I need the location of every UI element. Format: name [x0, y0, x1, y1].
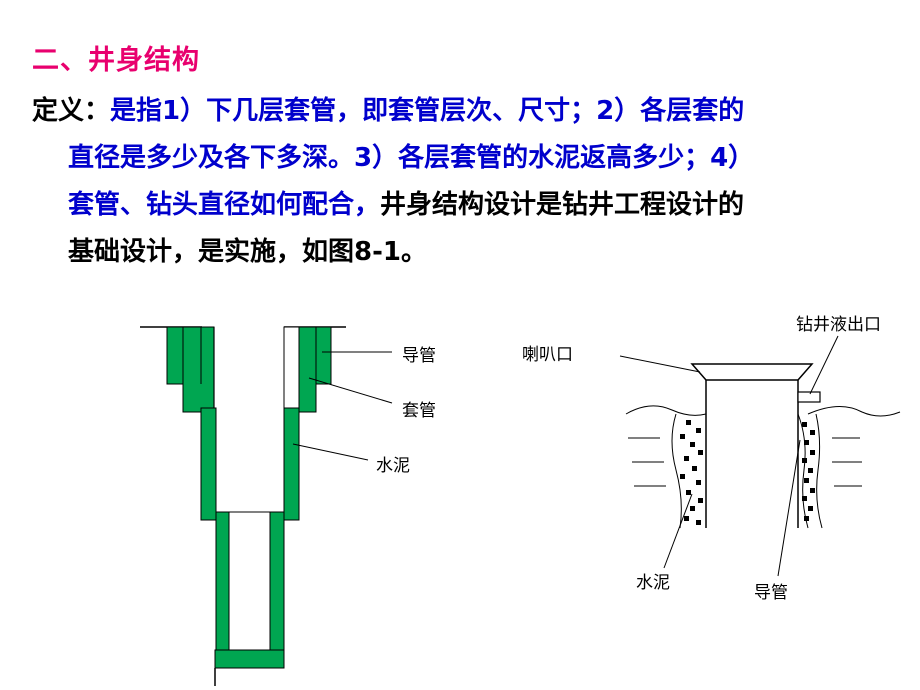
label-conductor: 导管 — [402, 346, 436, 366]
cement-intermediate-right — [283, 407, 300, 521]
production-casing-bore — [228, 511, 271, 651]
cement-conductor-right — [315, 326, 332, 385]
leader-conductor-right — [777, 439, 801, 577]
cement-intermediate-left — [200, 407, 217, 521]
cement-production-left — [215, 511, 230, 669]
cement-production-right — [269, 511, 285, 669]
cement-dots-right — [802, 422, 815, 521]
cement-dots-left — [680, 420, 703, 525]
ground-wave-right — [807, 406, 901, 417]
borehole-wall-right — [797, 413, 809, 529]
definition-text-3a: 套管、钻头直径如何配合， — [68, 190, 381, 220]
section-heading: 二、井身结构 — [32, 45, 200, 76]
mud-outlet — [797, 391, 821, 403]
label-conductor-right: 导管 — [754, 583, 788, 603]
definition-text-1: 是指1）下几层套管，即套管层次、尺寸；2）各层套的 — [110, 96, 745, 126]
leader-casing — [308, 377, 393, 404]
cement-surface-left — [182, 326, 215, 413]
definition-line-1: 定义：是指1）下几层套管，即套管层次、尺寸；2）各层套的 — [32, 88, 892, 135]
conductor-bell-diagram: 喇叭口 钻井液出口 水泥 导管 — [522, 315, 901, 603]
bell-nipple — [690, 363, 814, 381]
label-cement: 水泥 — [376, 456, 410, 476]
label-cement-right: 水泥 — [636, 573, 670, 593]
casing-inner-right — [283, 326, 300, 409]
label-outlet: 钻井液出口 — [796, 315, 881, 335]
definition-line-2: 直径是多少及各下多深。3）各层套管的水泥返高多少；4） — [68, 143, 755, 173]
definition-text-3b: 井身结构设计是钻井工程设计的 — [380, 190, 745, 220]
label-bell: 喇叭口 — [522, 345, 573, 365]
label-casing: 套管 — [402, 401, 436, 421]
ground-wave-left — [625, 405, 707, 416]
leader-outlet — [809, 335, 839, 395]
definition-label: 定义： — [32, 96, 111, 126]
leader-cement-right — [663, 493, 693, 569]
leader-bell — [619, 355, 701, 373]
definition-line-4: 基础设计，是实施，如图8-1。 — [68, 237, 427, 267]
definition-paragraph: 定义：是指1）下几层套管，即套管层次、尺寸；2）各层套的 直径是多少及各下多深。… — [32, 88, 892, 276]
leader-cement — [292, 443, 369, 461]
borehole-wall-left — [671, 413, 682, 529]
casing-program-diagram: 导管 套管 水泥 — [140, 326, 436, 686]
cement-surface-right — [298, 326, 317, 413]
definition-line-3: 套管、钻头直径如何配合，井身结构设计是钻井工程设计的 — [32, 182, 892, 229]
cement-bottom — [214, 649, 285, 669]
